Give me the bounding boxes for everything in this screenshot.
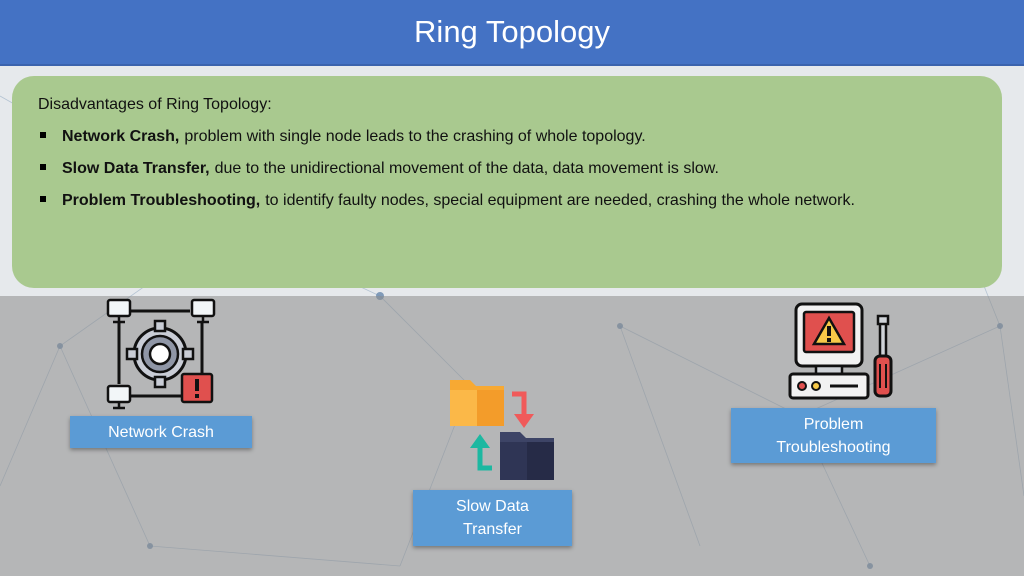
square-bullet-icon <box>40 196 46 202</box>
list-item: Network Crash,problem with single node l… <box>38 128 976 146</box>
panel-heading: Disadvantages of Ring Topology: <box>38 96 272 113</box>
folder-transfer-icon <box>450 380 554 480</box>
network-crash-label: Network Crash <box>70 416 252 448</box>
bullet-term: Problem Troubleshooting, <box>62 192 261 209</box>
bullet-term: Slow Data Transfer, <box>62 160 210 177</box>
square-bullet-icon <box>40 132 46 138</box>
bullet-text: due to the unidirectional movement of th… <box>214 160 719 177</box>
slide-title-bar: Ring Topology <box>0 0 1024 66</box>
disadvantages-list: Network Crash,problem with single node l… <box>38 128 976 210</box>
slide-title: Ring Topology <box>414 14 610 49</box>
computer-warning-screwdriver-icon <box>788 302 893 400</box>
list-item: Slow Data Transfer,due to the unidirecti… <box>38 160 976 178</box>
slow-data-transfer-label: Slow Data Transfer <box>413 490 572 546</box>
disadvantages-panel: Disadvantages of Ring Topology: Network … <box>12 76 1002 288</box>
bullet-term: Network Crash, <box>62 128 180 145</box>
network-gear-warning-icon <box>106 298 216 410</box>
square-bullet-icon <box>40 164 46 170</box>
bullet-text: to identify faulty nodes, special equipm… <box>265 192 855 209</box>
bullet-text: problem with single node leads to the cr… <box>184 128 646 145</box>
list-item: Problem Troubleshooting,to identify faul… <box>38 192 976 210</box>
problem-troubleshooting-label: Problem Troubleshooting <box>731 408 936 463</box>
